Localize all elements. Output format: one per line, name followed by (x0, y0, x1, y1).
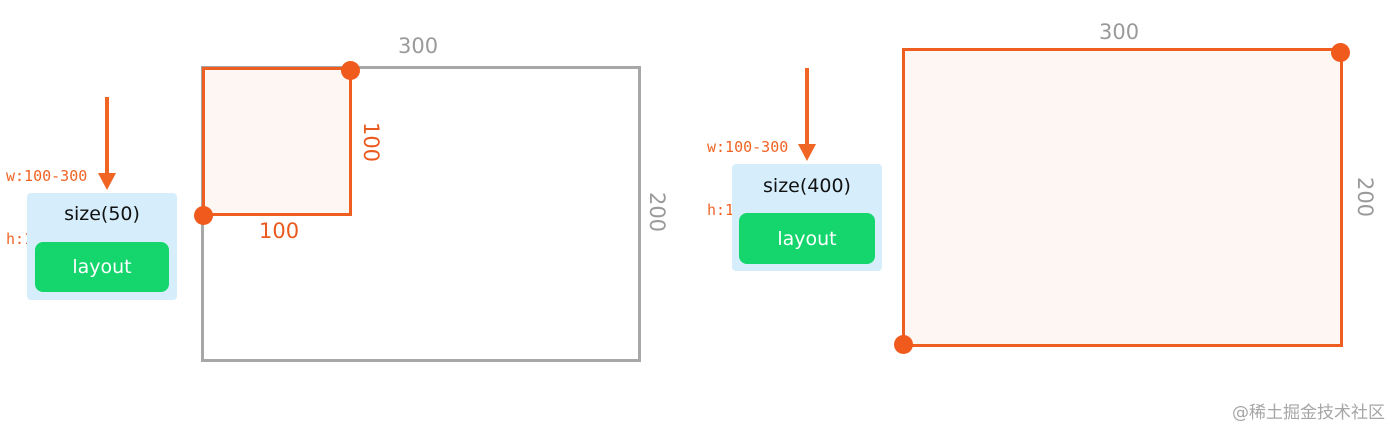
left-outer-height-label: 200 (645, 191, 670, 233)
right-height-label: 200 (1353, 176, 1378, 218)
watermark: @稀土掘金技术社区 (1232, 403, 1385, 423)
right-box (902, 48, 1343, 347)
left-arrow-head (98, 173, 116, 190)
left-inner-height-label: 100 (359, 121, 384, 163)
right-arrow-shaft (805, 68, 809, 144)
left-layout-button[interactable]: layout (35, 242, 169, 292)
right-arrow (798, 68, 816, 161)
left-modifier-label: size(50) (64, 203, 140, 225)
right-width-label: 300 (1099, 20, 1140, 44)
left-anchor-dot-top-right (341, 61, 360, 80)
left-arrow-shaft (105, 97, 109, 173)
left-arrow (98, 97, 116, 190)
left-anchor-dot-bottom-left (194, 206, 213, 225)
right-layout-button[interactable]: layout (739, 213, 875, 264)
right-arrow-head (798, 144, 816, 161)
right-anchor-dot-bottom-left (894, 335, 913, 354)
left-inner-box (202, 67, 352, 216)
right-constraint-width: w:100-300 (707, 138, 789, 156)
right-modifier-label: size(400) (763, 175, 851, 197)
left-inner-width-label: 100 (259, 219, 300, 243)
left-outer-width-label: 300 (398, 34, 439, 58)
right-anchor-dot-top-right (1331, 43, 1350, 62)
right-modifier-card: size(400) layout (732, 164, 882, 271)
left-constraint-width: w:100-300 (6, 167, 88, 185)
left-modifier-card: size(50) layout (27, 193, 177, 300)
